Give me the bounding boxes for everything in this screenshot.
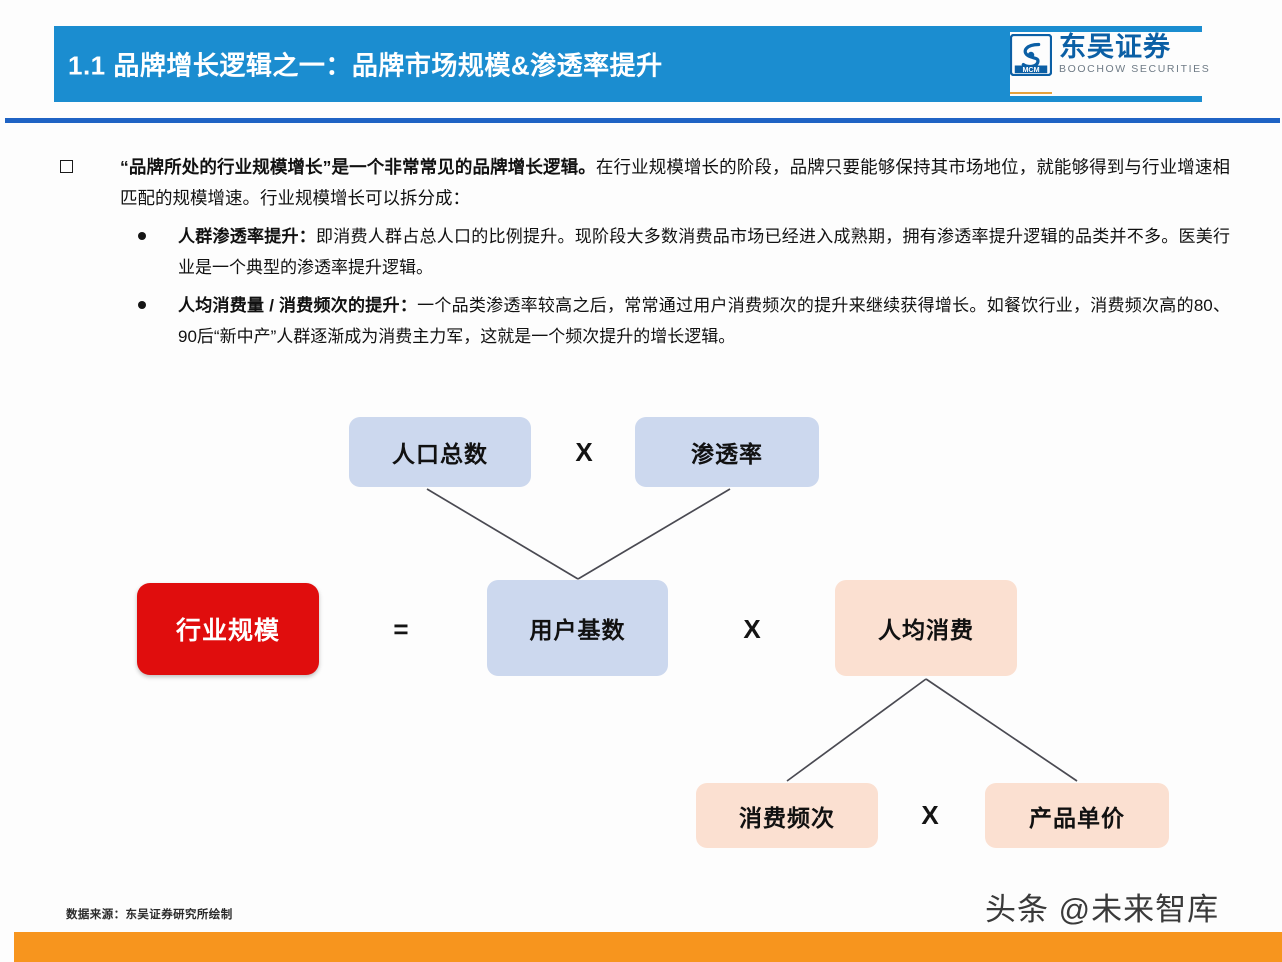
- round-bullet-icon: [138, 301, 146, 309]
- sub-bullet-frequency-body: 一个品类渗透率较高之后，常常通过用户消费频次的提升来继续获得增长。如餐饮行业，消…: [178, 296, 1230, 346]
- node-user-base[interactable]: 用户基数: [487, 580, 668, 676]
- footer-accent-bar: [14, 932, 1282, 962]
- logo-name-cn: 东吴证券: [1059, 32, 1171, 62]
- operator-multiply-bottom: X: [921, 800, 939, 830]
- sub-bullet-frequency: 人均消费量 / 消费频次的提升：一个品类渗透率较高之后，常常通过用户消费频次的提…: [60, 290, 1230, 352]
- sub-bullet-frequency-label: 人均消费量 / 消费频次的提升：: [178, 296, 418, 315]
- sub-bullet-penetration-body: 即消费人群占总人口的比例提升。现阶段大多数消费品市场已经进入成熟期，拥有渗透率提…: [178, 227, 1230, 277]
- operator-equals: =: [393, 613, 409, 644]
- logo-name-en: BOOCHOW SECURITIES: [1059, 63, 1211, 75]
- dongwu-securities-logo-icon: MCM: [1010, 34, 1052, 76]
- page-title: 1.1 品牌增长逻辑之一：品牌市场规模&渗透率提升: [68, 50, 663, 81]
- svg-text:MCM: MCM: [1022, 66, 1039, 74]
- sub-bullet-penetration: 人群渗透率提升：即消费人群占总人口的比例提升。现阶段大多数消费品市场已经进入成熟…: [60, 221, 1230, 283]
- node-consumption-frequency[interactable]: 消费频次: [696, 783, 878, 848]
- node-average-spend[interactable]: 人均消费: [835, 580, 1017, 676]
- company-logo: MCM 东吴证券 BOOCHOW SECURITIES: [1010, 32, 1230, 96]
- node-population[interactable]: 人口总数: [349, 417, 531, 487]
- bullet-main-bold: “品牌所处的行业规模增长”是一个非常常见的品牌增长逻辑。: [120, 157, 596, 177]
- bullet-main: “品牌所处的行业规模增长”是一个非常常见的品牌增长逻辑。在行业规模增长的阶段，品…: [60, 152, 1230, 214]
- source-note: 数据来源：东吴证券研究所绘制: [66, 909, 233, 921]
- operator-multiply-middle: X: [743, 613, 761, 644]
- bullet-main-rest: 在行业规模增长的阶段，品牌只要能够保持其市场地位，就能够得到与行业增速相匹配的规…: [120, 157, 1231, 208]
- header-divider: [5, 118, 1280, 123]
- logo-wordmark: 东吴证券 BOOCHOW SECURITIES: [1059, 32, 1210, 76]
- node-penetration-rate[interactable]: 渗透率: [635, 417, 819, 487]
- hollow-square-bullet-icon: [60, 160, 73, 173]
- bullet-main-text: “品牌所处的行业规模增长”是一个非常常见的品牌增长逻辑。在行业规模增长的阶段，品…: [120, 152, 1230, 214]
- sub-bullet-penetration-label: 人群渗透率提升：: [178, 227, 316, 246]
- logo-accent-underline: [1010, 92, 1052, 94]
- diagram-connector-lines: [426, 488, 1078, 782]
- watermark: 头条 @未来智库: [985, 892, 1220, 927]
- body-content: “品牌所处的行业规模增长”是一个非常常见的品牌增长逻辑。在行业规模增长的阶段，品…: [60, 152, 1230, 352]
- sub-bullet-penetration-text: 人群渗透率提升：即消费人群占总人口的比例提升。现阶段大多数消费品市场已经进入成熟…: [178, 221, 1230, 283]
- node-unit-price[interactable]: 产品单价: [985, 783, 1169, 848]
- formula-tree-diagram: 人口总数 X 渗透率 行业规模 = 用户基数 X 人均消费 消费频次 X 产品单…: [0, 390, 1282, 880]
- sub-bullet-frequency-text: 人均消费量 / 消费频次的提升：一个品类渗透率较高之后，常常通过用户消费频次的提…: [178, 290, 1230, 352]
- round-bullet-icon: [138, 232, 146, 240]
- operator-multiply-top: X: [575, 436, 593, 467]
- node-industry-size[interactable]: 行业规模: [137, 583, 319, 675]
